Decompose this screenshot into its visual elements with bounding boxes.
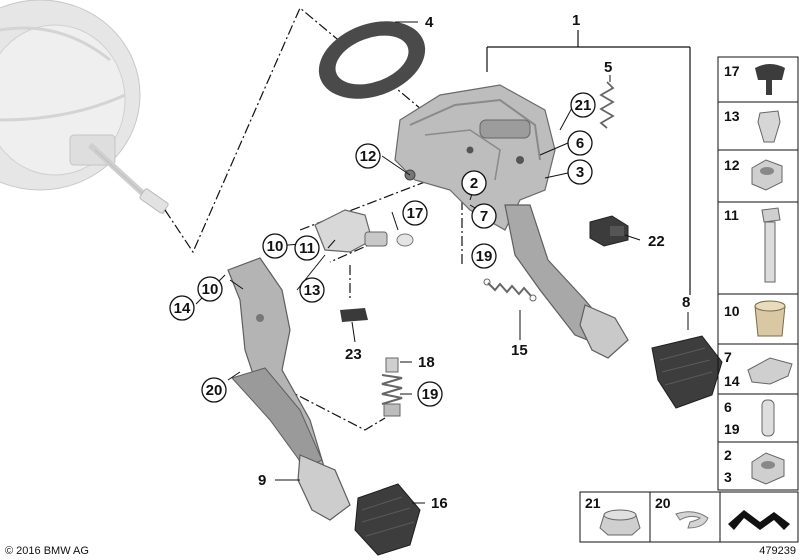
bottom-label-21: 21 — [585, 495, 601, 511]
callout-23: 23 — [345, 346, 362, 363]
callout-6: 6 — [576, 135, 584, 152]
brake-booster — [0, 0, 169, 215]
bottom-panel-labels: 21 20 — [585, 495, 671, 511]
pedal-pad-16 — [354, 483, 421, 556]
callout-16: 16 — [431, 495, 448, 512]
clip-23 — [340, 308, 368, 322]
callout-18: 18 — [418, 354, 435, 371]
copyright-text: © 2016 BMW AG — [5, 545, 89, 557]
image-number: 479239 — [759, 545, 796, 557]
callout-3: 3 — [576, 164, 584, 181]
side-label-7: 7 — [724, 349, 732, 365]
part-1-bracket — [486, 30, 691, 295]
callout-22: 22 — [648, 233, 665, 250]
callout-8: 8 — [682, 294, 690, 311]
side-part-panel — [717, 56, 799, 491]
side-label-13: 13 — [724, 108, 740, 124]
spring-assembly-18 — [381, 357, 403, 417]
bottom-part-panel — [579, 491, 799, 543]
gasket-ring — [318, 21, 426, 99]
side-label-10: 10 — [724, 303, 740, 319]
callout-21: 21 — [575, 97, 592, 114]
callout-17: 17 — [407, 205, 424, 222]
callout-9: 9 — [258, 472, 266, 489]
brake-pedal-arm — [504, 204, 629, 359]
side-label-6: 6 — [724, 399, 732, 415]
callouts: 1 4 5 21 6 3 12 2 7 17 19 10 11 10 14 13… — [169, 12, 690, 512]
callout-11: 11 — [299, 240, 315, 257]
callout-7: 7 — [480, 208, 488, 225]
return-spring-15 — [483, 278, 537, 302]
bottom-label-20: 20 — [655, 495, 671, 511]
arrow-shape-icon — [728, 510, 790, 530]
bottom-panel-parts — [599, 509, 709, 536]
callout-10b: 10 — [202, 281, 219, 298]
side-panel-parts — [747, 64, 793, 485]
callout-15: 15 — [511, 342, 528, 359]
callout-19b: 19 — [422, 386, 439, 403]
clutch-pedal-arm — [227, 257, 351, 521]
sensor-11 — [314, 209, 414, 253]
callout-4: 4 — [425, 14, 434, 31]
callout-13: 13 — [304, 282, 321, 299]
side-label-12: 12 — [724, 157, 740, 173]
pedal-pad-8 — [651, 335, 723, 409]
spring-5 — [599, 81, 615, 129]
callout-1: 1 — [572, 12, 580, 29]
side-label-2: 2 — [724, 447, 732, 463]
callout-2: 2 — [470, 175, 478, 192]
side-label-11: 11 — [724, 207, 739, 223]
side-label-3: 3 — [724, 469, 732, 485]
callout-12: 12 — [360, 148, 377, 165]
side-label-19: 19 — [724, 421, 740, 437]
callout-5: 5 — [604, 59, 612, 76]
side-panel-labels: 17 13 12 11 10 7 14 6 19 2 3 — [724, 63, 740, 485]
callout-14: 14 — [174, 300, 191, 317]
side-label-17: 17 — [724, 63, 740, 79]
callout-10a: 10 — [267, 238, 284, 255]
side-label-14: 14 — [724, 373, 740, 389]
callout-20: 20 — [206, 382, 223, 399]
callout-19a: 19 — [476, 248, 493, 265]
switch-22 — [589, 215, 629, 247]
pedal-bracket — [394, 84, 556, 231]
